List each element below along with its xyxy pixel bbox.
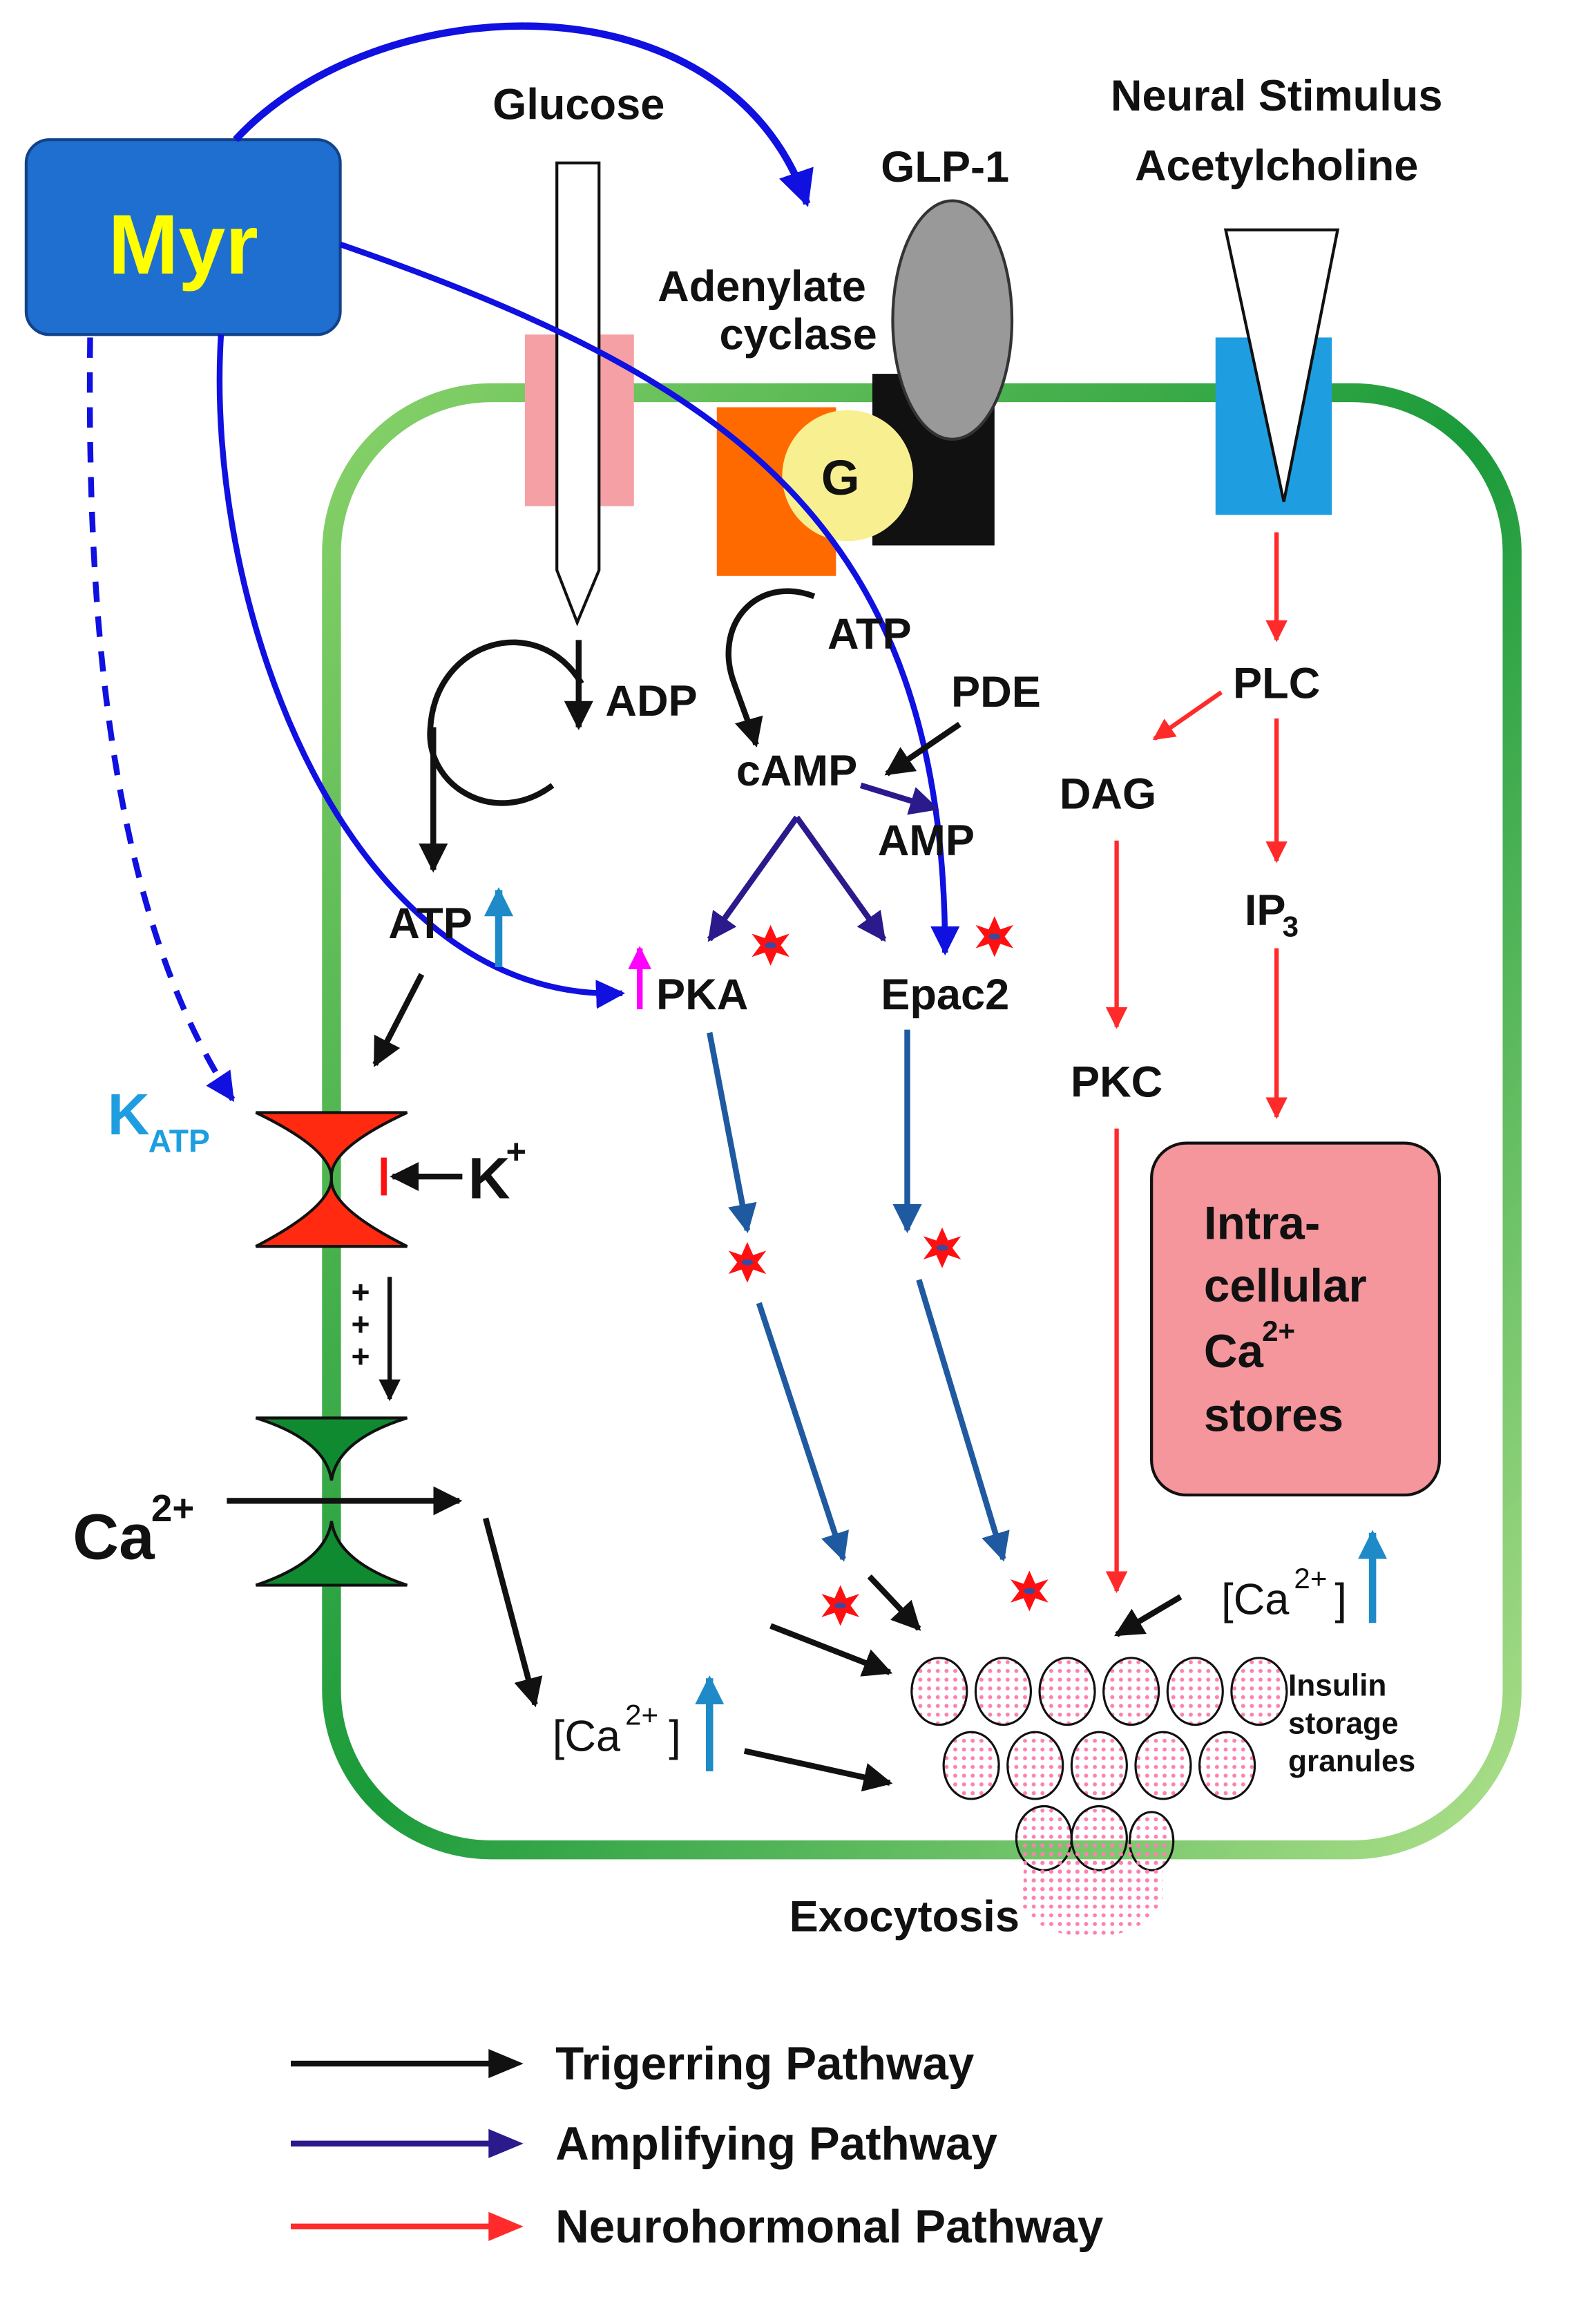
glucose-label: Glucose (492, 81, 664, 129)
svg-text:Insulin: Insulin (1288, 1669, 1386, 1703)
activation-star-icon (752, 924, 790, 966)
svg-text:K: K (468, 1146, 510, 1211)
svg-text:cellular: cellular (1204, 1260, 1367, 1312)
adp-label: ADP (605, 677, 697, 725)
katp-channel (255, 1111, 408, 1248)
svg-text:2+: 2+ (1262, 1315, 1295, 1347)
plc-to-dag-arrow (1152, 690, 1223, 741)
myr-to-pka-arrow (216, 334, 626, 1009)
svg-text:K: K (108, 1082, 150, 1147)
legend-item-neurohormonal: Neurohormonal Pathway (290, 2201, 1104, 2253)
pka-downstream-arrow-2 (756, 1302, 850, 1562)
svg-text:granules: granules (1288, 1744, 1415, 1778)
myr-to-glp1-arrow (233, 22, 814, 207)
svg-text:stores: stores (1204, 1389, 1343, 1441)
epac2-downstream-arrow-2 (916, 1279, 1010, 1562)
svg-text:+: + (352, 1338, 370, 1374)
svg-text:[Ca: [Ca (1221, 1576, 1290, 1624)
pka-to-granules-arrow-b (867, 1574, 921, 1631)
ca-influx-to-intracellular-arrow (482, 1517, 543, 1708)
pde-label: PDE (951, 668, 1041, 716)
legend-label: Amplifying Pathway (555, 2118, 997, 2170)
svg-text:Ca: Ca (73, 1501, 155, 1573)
svg-text:+: + (506, 1132, 527, 1171)
glucose-transporter (524, 161, 634, 627)
camp-to-amp-arrow (859, 782, 939, 815)
svg-text:[Ca: [Ca (553, 1713, 621, 1761)
plc-label: PLC (1233, 660, 1320, 708)
adenylate-label: Adenylate (658, 263, 866, 311)
g-protein: G (782, 410, 913, 542)
cyclase-label: cyclase (720, 310, 877, 359)
dag-label: DAG (1060, 770, 1156, 818)
pkc-label: PKC (1071, 1058, 1162, 1106)
camp-label: cAMP (736, 747, 857, 795)
k-ion-label: K + (468, 1132, 526, 1211)
store-ca-to-granules-arrow (1113, 1594, 1183, 1637)
svg-text:2+: 2+ (1294, 1562, 1327, 1594)
svg-text:+: + (352, 1274, 370, 1310)
neural-stimulus-label: Neural Stimulus (1111, 72, 1443, 120)
camp-to-epac2-arrow (794, 815, 887, 942)
camp-to-pka-arrow (707, 815, 799, 942)
exocytosis-label: Exocytosis (790, 1893, 1020, 1941)
svg-text:+: + (352, 1306, 370, 1342)
legend: Trigerring Pathway Amplifying Pathway Ne… (290, 2038, 1104, 2253)
activation-star-icon (821, 1585, 860, 1626)
myr-to-epac2-arrow (339, 241, 960, 956)
svg-text:storage: storage (1288, 1706, 1399, 1740)
calcium-channel (255, 1416, 408, 1587)
cell-membrane (322, 383, 1522, 1860)
pde-arrow (884, 721, 961, 777)
g-protein-label: G (821, 450, 860, 506)
svg-text:Ca: Ca (1204, 1326, 1264, 1378)
activation-star-icon (975, 916, 1014, 958)
pka-downstream-arrow-1 (707, 1031, 757, 1234)
svg-text:Intra-: Intra- (1204, 1198, 1320, 1250)
pka-label: PKA (656, 971, 748, 1019)
ac-cycle-arrow (725, 588, 816, 747)
ca-external-label: Ca 2+ (73, 1487, 194, 1573)
exocytosis-release (1020, 1844, 1163, 1937)
activation-star-icon (728, 1241, 767, 1283)
calcium-stores: Intra- cellular Ca 2+ stores (1150, 1141, 1442, 1497)
myr-label: Myr (108, 197, 258, 292)
svg-text:3: 3 (1283, 911, 1299, 943)
epac2-label: Epac2 (881, 971, 1009, 1019)
metabolic-cycle-arrow (427, 639, 584, 806)
svg-text:2+: 2+ (151, 1487, 194, 1530)
amp-label: AMP (878, 817, 975, 865)
svg-text:]: ] (1334, 1576, 1347, 1624)
katp-label: K ATP (108, 1082, 210, 1159)
svg-text:2+: 2+ (625, 1699, 658, 1731)
atp-ac-label: ATP (827, 610, 912, 658)
ca-store-release-label: [Ca 2+ ] (1221, 1562, 1347, 1624)
activation-star-icon (923, 1227, 961, 1268)
acetylcholine-label: Acetylcholine (1135, 142, 1418, 190)
ca-intracellular-label: [Ca 2+ ] (553, 1699, 681, 1761)
activation-star-icon (1010, 1570, 1049, 1612)
legend-label: Neurohormonal Pathway (555, 2201, 1104, 2253)
svg-text:ATP: ATP (149, 1123, 210, 1159)
atp-to-katp-arrow (372, 973, 425, 1067)
svg-text:]: ] (669, 1713, 681, 1761)
ip3-label: IP 3 (1245, 886, 1299, 943)
depolarization-signs: + + + (352, 1274, 370, 1374)
insulin-granules-label: Insulin storage granules (1288, 1669, 1415, 1778)
legend-item-triggering: Trigerring Pathway (290, 2038, 975, 2090)
myr-to-katp-arrow (86, 337, 236, 1102)
insulin-granules (910, 1657, 1288, 1871)
legend-item-amplifying: Amplifying Pathway (290, 2118, 998, 2170)
neural-receptor (1215, 228, 1340, 515)
legend-label: Trigerring Pathway (555, 2038, 975, 2090)
ca-to-granules-arrow (743, 1748, 893, 1792)
atp-left-label: ATP (388, 899, 472, 948)
glp1-label: GLP-1 (881, 143, 1009, 191)
svg-text:IP: IP (1245, 886, 1286, 935)
myr-box: Myr (24, 138, 342, 336)
pka-to-granules-arrow-a (769, 1623, 893, 1677)
